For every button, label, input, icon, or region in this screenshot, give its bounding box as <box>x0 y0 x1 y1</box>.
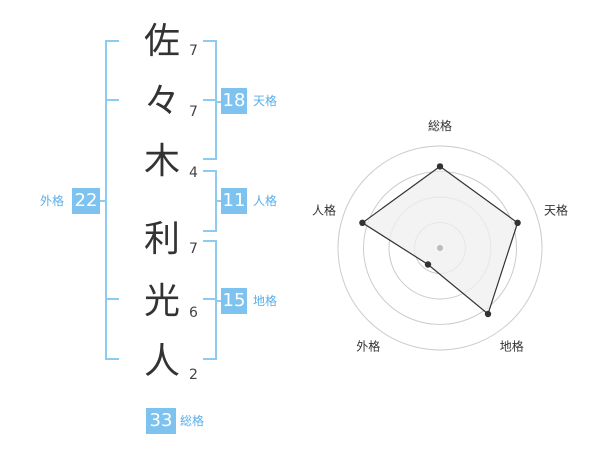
stroke-count-6: 2 <box>189 367 198 383</box>
radar-grid-ring <box>337 145 543 351</box>
jinkaku-badge: 11 <box>221 188 247 214</box>
name-char-4: 利 <box>143 219 180 260</box>
name-char-6: 人 <box>143 341 180 382</box>
gaikaku-bracket <box>105 40 119 360</box>
stroke-count-5: 6 <box>189 305 198 321</box>
gaikaku-bracket-tick <box>105 298 119 300</box>
soukaku-badge: 33 <box>146 408 176 434</box>
radar-axis-label: 天格 <box>544 202 568 217</box>
radar-center-dot <box>437 245 443 251</box>
tenkaku-badge: 18 <box>221 88 247 114</box>
radar-axis-label: 外格 <box>356 339 380 354</box>
radar-series-polygon <box>361 165 519 316</box>
gaikaku-bracket-connector <box>97 200 107 202</box>
stroke-count-2: 7 <box>189 104 198 120</box>
gaikaku-badge: 22 <box>72 188 100 214</box>
tenkaku-bracket-connector <box>215 101 223 103</box>
radar-point-5 <box>359 219 366 226</box>
tenkaku-bracket-tick <box>203 99 217 101</box>
jinkaku-label: 人格 <box>253 194 278 208</box>
chikaku-label: 地格 <box>253 294 278 308</box>
name-char-1: 佐 <box>143 21 180 62</box>
soukaku-label: 総格 <box>180 414 205 428</box>
stroke-count-4: 7 <box>189 241 198 257</box>
radar-point-4 <box>424 261 432 268</box>
name-char-2: 々 <box>143 81 180 122</box>
jinkaku-bracket-connector <box>215 200 223 202</box>
radar-axis-label: 人格 <box>312 202 336 217</box>
radar-axis-label: 総格 <box>428 118 452 133</box>
chikaku-bracket-tick <box>203 298 217 300</box>
stroke-count-3: 4 <box>189 165 198 181</box>
radar-point-1 <box>436 163 444 170</box>
name-char-5: 光 <box>143 281 180 322</box>
gaikaku-label: 外格 <box>40 194 65 208</box>
radar-point-3 <box>484 310 492 318</box>
chikaku-bracket-connector <box>215 300 223 302</box>
tenkaku-label: 天格 <box>253 94 278 108</box>
chikaku-badge: 15 <box>221 288 247 314</box>
radar-axis-label: 地格 <box>500 339 524 354</box>
name-char-3: 木 <box>143 141 180 182</box>
gaikaku-bracket-tick <box>105 99 119 101</box>
radar-point-2 <box>514 219 521 226</box>
stroke-count-1: 7 <box>189 43 198 59</box>
